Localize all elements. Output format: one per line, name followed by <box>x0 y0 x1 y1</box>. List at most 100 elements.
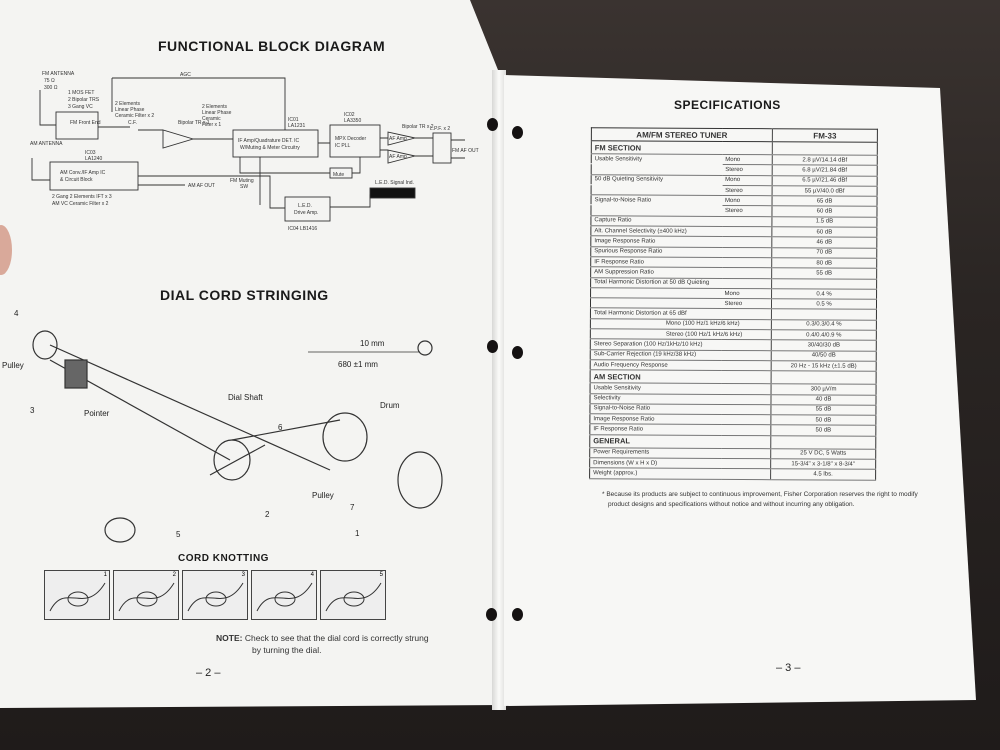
spec-value: 60 dB <box>771 206 878 218</box>
spec-value <box>771 309 877 320</box>
empty-cell <box>770 435 876 449</box>
ic01-part: LA1231 <box>288 123 305 129</box>
knot-step: 4 <box>251 570 317 620</box>
spec-value: 0.5 % <box>771 298 877 310</box>
mute-label: Mute <box>333 172 344 178</box>
spec-value: 65 dB <box>772 195 878 207</box>
binder-hole <box>512 346 523 359</box>
step-6: 6 <box>278 423 283 432</box>
parts-label: 1 MOS FET <box>68 90 94 96</box>
drum-shape <box>322 412 368 462</box>
fm-muting-label: FM Muting <box>230 178 254 184</box>
led-drive-label-2: Drive Amp. <box>294 210 318 216</box>
dimension-680mm: 680 ±1 mm <box>338 360 378 369</box>
ic01-label: IC01 <box>288 117 299 123</box>
ohm300-label: 300 Ω <box>44 85 58 91</box>
knot-illustration <box>187 582 244 612</box>
knot-step-number: 5 <box>379 572 383 578</box>
spec-label <box>591 164 723 176</box>
table-row: Weight (approx.)4.5 lbs. <box>589 468 876 480</box>
bipolar-label: Bipolar TR x 1 <box>178 120 210 126</box>
spec-sub-label: Stereo <box>721 205 773 217</box>
section-heading: AM SECTION <box>590 369 772 384</box>
spec-label: Signal-to-Noise Ratio <box>594 197 652 204</box>
dial-shaft-label: Dial Shaft <box>228 393 263 402</box>
note-text: Check to see that the dial cord is corre… <box>244 633 429 643</box>
spec-label: 50 dB Quieting Sensitivity <box>594 176 664 183</box>
cf-note: 2 Elements <box>202 104 228 110</box>
header-model: FM-33 <box>772 128 878 143</box>
step-4: 4 <box>14 309 19 318</box>
led-signal-label: L.E.D. Signal Ind. <box>375 180 414 186</box>
spec-value: 6.8 µV/21.84 dBf <box>772 164 878 176</box>
step-5: 5 <box>176 530 181 539</box>
footnote: * Because its products are subject to co… <box>602 490 918 510</box>
cf-note: Filter x 1 <box>202 122 221 128</box>
am-note: 2 Gang 2 Elements IFT x 3 <box>52 194 112 200</box>
knot-step-number: 2 <box>172 572 176 578</box>
knot-step: 3 <box>182 570 248 620</box>
note-label: NOTE: <box>216 633 243 643</box>
spec-value: 4.5 lbs. <box>770 469 876 480</box>
binder-hole <box>486 608 497 621</box>
knot-step: 1 <box>44 570 110 620</box>
fm-front-end-label: FM Front End <box>70 120 101 126</box>
spec-value: 25 V DC, 5 Watts <box>770 448 876 460</box>
spec-value: 46 dB <box>771 237 877 248</box>
binder-hole <box>487 118 498 131</box>
binder-hole <box>512 126 523 139</box>
am-conv-box <box>49 161 139 191</box>
agc-label: AGC <box>180 72 191 78</box>
mpx-label: MPX Decoder <box>335 136 366 142</box>
led-drive-label: L.E.D. <box>298 203 312 209</box>
spec-value: 0.3/0.3/0.4 % <box>771 319 877 331</box>
spec-value: 80 dB <box>771 257 877 269</box>
knot-illustration <box>325 582 382 612</box>
spec-value: 1.5 dB <box>771 216 877 228</box>
spec-value: 55 dB <box>770 404 876 416</box>
binder-hole <box>487 340 498 353</box>
block-diagram-title: FUNCTIONAL BLOCK DIAGRAM <box>158 38 386 54</box>
spec-label: Weight (approx.) <box>589 468 771 480</box>
spec-value: 15-3/4" x 3-1/8" x 8-3/4" <box>770 458 876 470</box>
mpx-box <box>329 124 381 158</box>
if-amp-label-2: W/Muting & Meter Circuitry <box>240 145 300 151</box>
spec-value <box>771 278 877 290</box>
manual-page-3: SPECIFICATIONS – 3 – <box>504 75 976 706</box>
if-amp-label: IF Amp/Quadrature DET. IC <box>238 138 300 144</box>
spec-value: 300 µV/m <box>771 383 877 395</box>
empty-cell <box>772 141 878 156</box>
spec-value: 55 dB <box>771 267 877 279</box>
led-signal-indicator <box>369 187 416 199</box>
lpf-label: L.P.F. x 2 <box>430 126 450 132</box>
spec-value: 50 dB <box>770 414 876 426</box>
page-number-2: – 2 – <box>196 667 221 679</box>
dimension-10mm: 10 mm <box>360 339 385 348</box>
ic02-label: IC02 <box>344 112 355 118</box>
spring-shape <box>104 517 136 543</box>
spec-sub-label: Stereo <box>722 164 773 176</box>
spec-value: 55 µV/40.0 dBf <box>772 185 878 197</box>
pulley-label: Pulley <box>2 361 24 370</box>
dial-cord-title: DIAL CORD STRINGING <box>160 287 329 303</box>
am-conv-label: AM Conv./IF Amp IC <box>60 170 106 176</box>
header-model-type: AM/FM STEREO TUNER <box>591 127 773 142</box>
step-7: 7 <box>350 503 355 512</box>
sw-label: SW <box>240 184 248 190</box>
page-number-3: – 3 – <box>776 662 801 674</box>
spec-value: 0.4 % <box>771 288 877 300</box>
spec-value: 40 dB <box>770 394 877 406</box>
am-conv-label-2: & Circuit Block <box>60 177 93 183</box>
spec-value: 6.5 µV/21.46 dBf <box>772 175 878 187</box>
empty-cell <box>771 370 877 385</box>
drum-label: Drum <box>380 401 400 410</box>
pointer-label: Pointer <box>84 409 110 418</box>
pulley-wheel <box>32 330 58 360</box>
fm-antenna-label: FM ANTENNA <box>42 71 75 77</box>
cf-note: Linear Phase <box>202 110 232 116</box>
af-amp-label: AF Amp <box>389 136 407 142</box>
af-amp-label: AF Amp <box>389 154 407 160</box>
ic02-part: LA3350 <box>344 118 361 124</box>
cf-note: Ceramic Filter x 2 <box>115 113 154 119</box>
lpf-box <box>432 132 452 164</box>
